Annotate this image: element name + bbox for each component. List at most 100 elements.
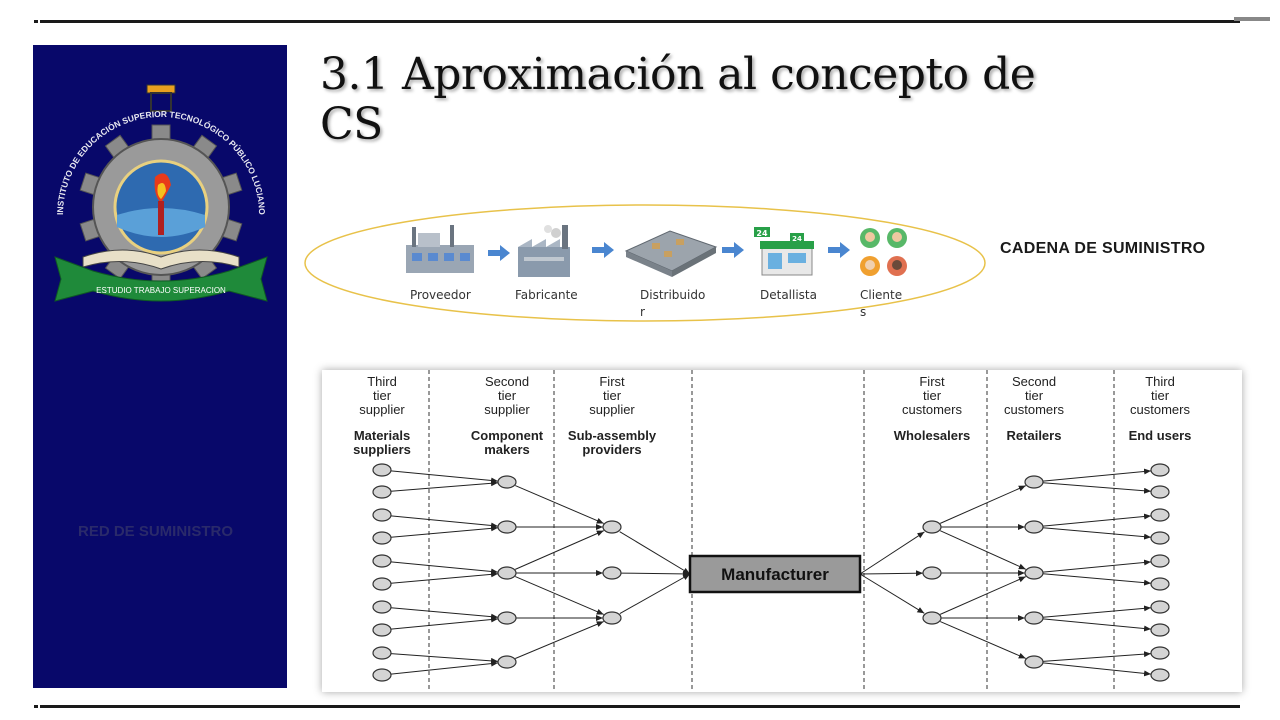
- network-node: [1150, 463, 1170, 477]
- flow-arrow: [619, 573, 691, 615]
- network-node: [497, 611, 517, 625]
- flow-arrow: [1042, 559, 1152, 573]
- network-node: [497, 475, 517, 489]
- warehouse-icon: [624, 230, 718, 277]
- network-node: [602, 611, 622, 625]
- store-badge-24: 24: [756, 229, 768, 238]
- flow-arrow: [859, 573, 925, 614]
- flow-arrow: [390, 660, 499, 675]
- network-node: [372, 485, 392, 499]
- flow-arrow: [940, 485, 1026, 524]
- network-node: [1150, 668, 1170, 682]
- institute-logo: ESTUDIO TRABAJO SUPERACION INSTITUTO DE …: [30, 37, 268, 302]
- network-node: [372, 554, 392, 568]
- chain-ellipse: [304, 204, 986, 322]
- factory-chimneys-icon: [518, 225, 570, 277]
- manufacturer-label: Manufacturer: [721, 565, 829, 584]
- network-node: [497, 655, 517, 669]
- network-node: [497, 566, 517, 580]
- flow-arrow: [1042, 651, 1152, 662]
- flow-arrow: [1042, 482, 1152, 494]
- chain-step-label: Detallista: [760, 288, 817, 302]
- chain-step-label: Fabricante: [515, 288, 578, 302]
- network-node: [372, 668, 392, 682]
- flow-arrow: [515, 530, 604, 570]
- flow-arrow: [1042, 662, 1152, 677]
- arrow-icon: [592, 242, 614, 258]
- top-rule: [40, 20, 1240, 23]
- tier-label: supplier: [589, 402, 635, 417]
- flow-arrow: [859, 570, 924, 577]
- flow-arrow: [940, 621, 1026, 659]
- left-caption: RED DE SUMINISTRO: [78, 523, 234, 540]
- arrow-icon: [828, 242, 850, 258]
- arrow-icon: [722, 242, 744, 258]
- role-label: Component: [471, 428, 544, 443]
- tier-label: First: [599, 374, 625, 389]
- network-node: [1150, 646, 1170, 660]
- flow-arrow: [390, 653, 499, 664]
- logo-banner-text: ESTUDIO TRABAJO SUPERACION: [96, 286, 226, 295]
- flow-arrow: [390, 525, 499, 538]
- top-rule-accent: [1234, 17, 1270, 21]
- tier-label: tier: [923, 388, 942, 403]
- network-node: [922, 566, 942, 580]
- network-node: [1150, 485, 1170, 499]
- store-icon: 24 24: [754, 227, 814, 276]
- network-node: [1150, 623, 1170, 637]
- page-title: 3.1 Aproximación al concepto de CS: [320, 49, 1036, 150]
- network-node: [1024, 475, 1044, 489]
- people-icon: [860, 228, 907, 276]
- manufacturer-box: [688, 554, 862, 594]
- flow-arrow: [620, 570, 691, 577]
- network-node: [1150, 577, 1170, 591]
- network-node: [1024, 520, 1044, 534]
- tier-label: Second: [1012, 374, 1056, 389]
- role-label: Retailers: [1007, 428, 1062, 443]
- tier-label: Third: [1145, 374, 1175, 389]
- flow-arrow: [1042, 468, 1152, 482]
- network-node: [1150, 600, 1170, 614]
- bottom-rule: [40, 705, 1240, 708]
- flow-arrow: [1042, 573, 1152, 586]
- flow-arrow: [1042, 618, 1152, 632]
- tier-label: customers: [1130, 402, 1190, 417]
- flow-arrow: [390, 571, 499, 584]
- network-node: [372, 508, 392, 522]
- network-node: [372, 577, 392, 591]
- tier-label: customers: [902, 402, 962, 417]
- tier-label: Second: [485, 374, 529, 389]
- tier-label: tier: [1151, 388, 1170, 403]
- supply-chain-caption: CADENA DE SUMINISTRO: [1000, 240, 1206, 257]
- left-panel: ESTUDIO TRABAJO SUPERACION INSTITUTO DE …: [30, 37, 287, 688]
- role-label: Materials: [354, 428, 410, 443]
- flow-arrow: [1042, 527, 1152, 540]
- role-label: makers: [484, 442, 530, 457]
- flow-arrow: [940, 576, 1026, 615]
- chain-step-label: Proveedor: [410, 288, 471, 302]
- tier-label: supplier: [484, 402, 530, 417]
- flow-arrow: [515, 621, 604, 659]
- tier-label: tier: [498, 388, 517, 403]
- network-node: [602, 520, 622, 534]
- chain-step-label: Clientes: [860, 288, 903, 319]
- store-sign-24: 24: [792, 235, 802, 243]
- top-rule-dash: [34, 20, 38, 23]
- flow-arrow: [390, 480, 499, 492]
- arrow-icon: [488, 245, 510, 261]
- network-node: [372, 531, 392, 545]
- flow-arrow: [859, 531, 925, 575]
- network-node: [1150, 554, 1170, 568]
- flow-arrow: [515, 485, 604, 524]
- supply-chain-flow: 24 24: [304, 204, 986, 322]
- role-label: providers: [582, 442, 641, 457]
- network-node: [372, 600, 392, 614]
- network-node: [922, 611, 942, 625]
- tier-label: First: [919, 374, 945, 389]
- chain-step-label: Distribuidor: [640, 288, 706, 319]
- flow-arrow: [390, 470, 499, 484]
- flow-arrow: [515, 576, 604, 615]
- factory-icon: [406, 225, 474, 273]
- network-node: [1150, 508, 1170, 522]
